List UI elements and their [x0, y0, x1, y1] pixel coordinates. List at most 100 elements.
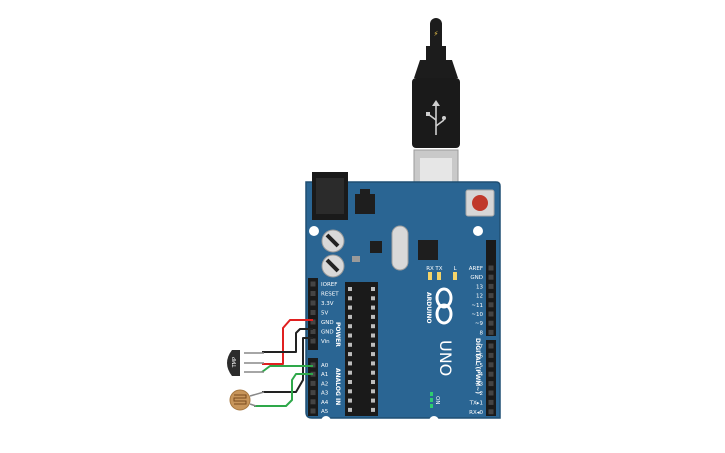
pin-socket[interactable]	[310, 399, 316, 405]
pin-label: 7	[480, 344, 484, 350]
pin-socket[interactable]	[488, 283, 494, 289]
led-l	[453, 272, 457, 280]
ic-pin	[348, 407, 352, 412]
pin-socket[interactable]	[488, 352, 494, 358]
photoresistor[interactable]	[229, 389, 265, 411]
power-bolt-icon: ⚡	[434, 30, 439, 38]
wire-a1[interactable]	[254, 373, 313, 407]
pin-socket[interactable]	[488, 409, 494, 415]
pin-label: 4	[480, 372, 484, 378]
pin-label: AREF	[469, 266, 483, 272]
wire-a0[interactable]	[261, 365, 313, 373]
ic-pin	[348, 398, 352, 403]
usb-cable-plug-top	[430, 18, 442, 52]
pin-label: IOREF	[321, 282, 337, 288]
small-chip	[370, 241, 382, 253]
wire-5v[interactable]	[262, 319, 313, 365]
pin-socket[interactable]	[310, 338, 316, 344]
led-rx	[428, 272, 432, 280]
ic-pin	[371, 314, 375, 319]
ic-pin	[348, 305, 352, 310]
ic-pin	[348, 324, 352, 329]
pin-label: 2	[480, 391, 484, 397]
pin-socket[interactable]	[310, 319, 316, 325]
pin-socket[interactable]	[310, 281, 316, 287]
ic-pin	[348, 389, 352, 394]
atmega-microcontroller	[345, 282, 378, 416]
ldr-leg	[249, 403, 257, 407]
brand-label: ARDUINO	[425, 292, 432, 323]
led-on-2	[430, 398, 433, 402]
pin-label: ~5	[475, 363, 484, 369]
temp-sensor-body	[227, 350, 240, 376]
pin-socket[interactable]	[310, 300, 316, 306]
pin-label: 3.3V	[321, 301, 334, 307]
ldr-body	[229, 389, 251, 411]
pin-label: ~11	[471, 303, 483, 309]
pin-socket[interactable]	[488, 371, 494, 377]
usb-plug-taper	[414, 60, 458, 78]
pin-socket[interactable]	[488, 320, 494, 326]
digital-header-label: DIGITAL (PWM~)	[474, 338, 481, 394]
pin-socket[interactable]	[488, 293, 494, 299]
mounting-hole	[429, 416, 439, 426]
usb-strain-relief	[426, 46, 446, 60]
ic-pin	[371, 361, 375, 366]
pin-socket[interactable]	[488, 390, 494, 396]
pin-label: GND	[470, 275, 483, 281]
pin-socket[interactable]	[488, 302, 494, 308]
crystal-oscillator	[391, 225, 409, 271]
ic-pin	[371, 352, 375, 357]
pin-label: A4	[321, 400, 329, 406]
mounting-hole	[473, 226, 483, 236]
pin-socket[interactable]	[310, 390, 316, 396]
pin-socket[interactable]	[310, 380, 316, 386]
pin-socket[interactable]	[488, 381, 494, 387]
ldr-leg	[249, 391, 265, 397]
pin-socket[interactable]	[488, 265, 494, 271]
usb-arrow-icon	[432, 100, 440, 106]
dc-power-jack-inner	[316, 178, 344, 214]
pin-label: A3	[321, 391, 329, 397]
pin-label: ~9	[475, 321, 484, 327]
pin-socket[interactable]	[488, 274, 494, 280]
ic-pin	[371, 305, 375, 310]
pin-socket[interactable]	[488, 343, 494, 349]
mounting-hole	[309, 226, 319, 236]
arduino-uno-board[interactable]: RX TX L ARDUINO UNO ON POWER ANALOG IN D…	[305, 172, 501, 426]
pin-socket[interactable]	[310, 310, 316, 315]
l-label: L	[453, 266, 457, 272]
led-on	[430, 392, 433, 396]
on-label: ON	[434, 396, 440, 404]
ic-pin	[348, 370, 352, 375]
reset-button-cap[interactable]	[472, 195, 488, 211]
temperature-sensor[interactable]: TMP	[227, 350, 264, 376]
ic-pin	[371, 324, 375, 329]
wire-gnd-temp[interactable]	[262, 328, 313, 353]
wire-gnd-ldr[interactable]	[262, 337, 313, 393]
pin-socket[interactable]	[310, 408, 316, 414]
pin-label: ~10	[471, 312, 483, 318]
temp-sensor-label: TMP	[232, 357, 238, 368]
pin-socket[interactable]	[310, 291, 316, 296]
ic-pin	[348, 287, 352, 291]
ic-pin	[371, 370, 375, 375]
pin-label: RX◂0	[469, 410, 483, 416]
ic-pin	[371, 333, 375, 338]
pin-socket[interactable]	[488, 311, 494, 317]
pin-socket[interactable]	[488, 362, 494, 368]
pin-label: A2	[321, 381, 328, 387]
pin-label: A0	[321, 363, 329, 369]
pin-socket[interactable]	[488, 399, 494, 405]
pin-socket[interactable]	[310, 329, 316, 334]
analog-header-label: ANALOG IN	[334, 368, 341, 405]
wires[interactable]	[254, 319, 313, 407]
ic-pin	[371, 407, 375, 412]
pin-socket[interactable]	[488, 329, 494, 335]
ic-pin	[371, 389, 375, 394]
analog-header	[308, 358, 318, 416]
pin-label: RESET	[321, 292, 339, 298]
